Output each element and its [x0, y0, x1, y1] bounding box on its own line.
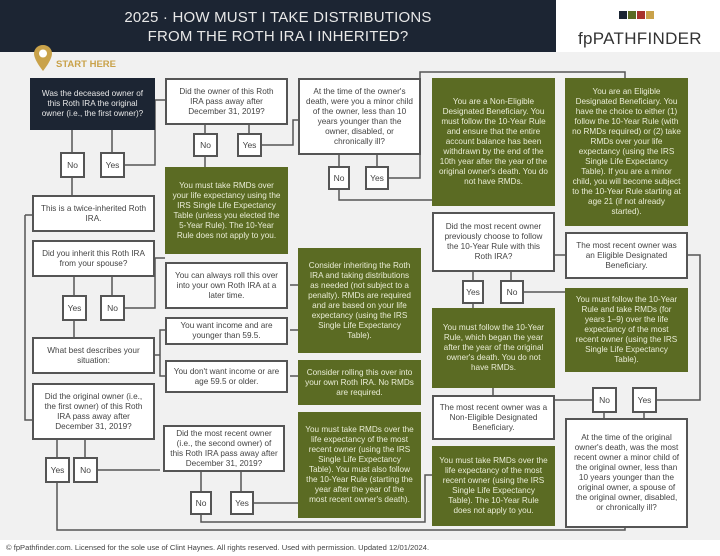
answer-want-income: You want income and are younger than 59.…: [165, 317, 288, 345]
outcome-roll-over-later: You can always roll this over into your …: [165, 262, 288, 309]
question-recent-chose-10yr: Did the most recent owner previously cho…: [432, 212, 555, 272]
question-recent-minor: At the time of the original owner's deat…: [565, 418, 688, 528]
brand-logo: fpPATHFINDER: [578, 29, 702, 48]
answer-no-income: You don't want income or are age 59.5 or…: [165, 360, 288, 393]
answer-yes: Yes: [100, 152, 125, 178]
answer-no: No: [328, 166, 350, 190]
logo-square-gold: [646, 11, 654, 19]
connector: [492, 254, 701, 418]
outcome-follow-10yr-began: You must follow the 10-Year Rule, which …: [432, 308, 555, 388]
answer-yes: Yes: [237, 133, 262, 157]
question-minor-child: At the time of the owner's death, were y…: [298, 78, 421, 155]
connector: [204, 119, 298, 167]
answer-yes: Yes: [462, 280, 484, 304]
question-original-owner: Was the deceased owner of this Roth IRA …: [30, 78, 155, 130]
answer-no: No: [592, 387, 617, 413]
connector: [338, 71, 626, 201]
outcome-non-eligible-beneficiary: You are a Non-Eligible Designated Benefi…: [432, 78, 555, 206]
answer-yes: Yes: [365, 166, 389, 190]
logo-square-red: [637, 11, 645, 19]
question-original-after-2019: Did the original owner (i.e., the first …: [32, 383, 155, 440]
answer-no: No: [100, 295, 125, 321]
statement-twice-inherited: This is a twice-inherited Roth IRA.: [32, 195, 155, 232]
question-spouse: Did you inherit this Roth IRA from your …: [32, 240, 155, 277]
start-here-label: START HERE: [56, 59, 116, 70]
outcome-rmds-life-expectancy: You must take RMDs over your life expect…: [165, 167, 288, 254]
outcome-consider-rolling: Consider rolling this over into your own…: [298, 360, 421, 405]
question-recent-after-2019: Did the most recent owner (i.e., the sec…: [163, 425, 285, 472]
answer-no: No: [193, 133, 218, 157]
connector: [472, 254, 565, 308]
connector: [71, 99, 165, 195]
answer-yes: Yes: [62, 295, 87, 321]
outcome-eligible-beneficiary: You are an Eligible Designated Beneficia…: [565, 78, 688, 226]
logo-square-navy: [619, 11, 627, 19]
question-owner-after-2019: Did the owner of this Roth IRA pass away…: [165, 78, 288, 125]
title-line-1: 2025 · HOW MUST I TAKE DISTRIBUTIONS: [124, 9, 432, 26]
outcome-rmds-recent-owner-10yr: You must take RMDs over the life expecta…: [298, 412, 421, 518]
statement-recent-eligible: The most recent owner was an Eligible De…: [565, 232, 688, 279]
answer-yes: Yes: [632, 387, 657, 413]
statement-recent-non-eligible: The most recent owner was a Non-Eligible…: [432, 395, 555, 440]
header-banner: 2025 · HOW MUST I TAKE DISTRIBUTIONS FRO…: [0, 0, 556, 52]
question-situation: What best describes your situation:: [32, 337, 155, 374]
outcome-consider-inheriting: Consider inheriting the Roth IRA and tak…: [298, 248, 421, 353]
answer-no: No: [73, 457, 98, 483]
answer-no: No: [500, 280, 524, 304]
title-line-2: FROM THE ROTH IRA I INHERITED?: [147, 28, 409, 45]
connector: [155, 284, 298, 377]
answer-yes: Yes: [230, 491, 254, 515]
answer-no: No: [60, 152, 85, 178]
outcome-follow-10yr-rmds: You must follow the 10-Year Rule and tak…: [565, 288, 688, 372]
connector: [200, 472, 432, 523]
connector: [56, 440, 626, 531]
connector: [24, 214, 32, 421]
connector: [73, 257, 165, 337]
location-pin-icon: [34, 45, 52, 71]
page-title: 2025 · HOW MUST I TAKE DISTRIBUTIONS FRO…: [0, 8, 556, 46]
answer-no: No: [190, 491, 212, 515]
logo-square-olive: [628, 11, 636, 19]
answer-yes: Yes: [45, 457, 70, 483]
footer-copyright: © fpPathfinder.com. Licensed for the sol…: [6, 543, 430, 552]
outcome-rmds-recent-no-10yr: You must take RMDs over the life expecta…: [432, 446, 555, 526]
